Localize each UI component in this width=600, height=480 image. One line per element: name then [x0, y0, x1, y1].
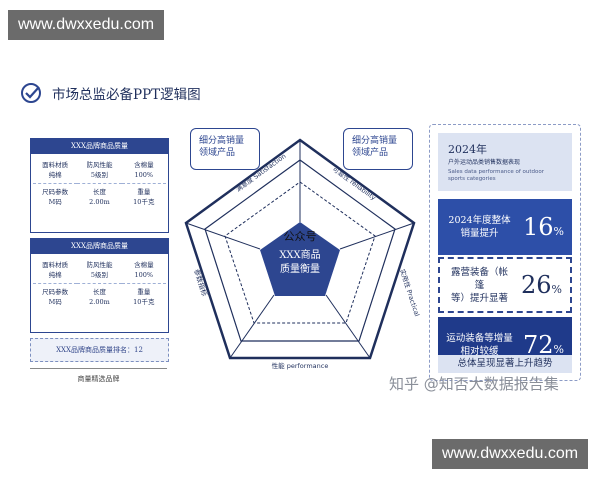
zhihu-watermark: 知乎 @知否大数据报告集: [389, 375, 559, 393]
sales-panel: 2024年 户外运动品类销售数据表现 Sales data performanc…: [429, 124, 581, 381]
pentagon-ring-3: [224, 181, 376, 324]
spoke: [339, 222, 415, 250]
stat-label: 露营装备（帐篷等）提升显著: [450, 266, 508, 304]
watermark-top: www.dwxxedu.com: [8, 10, 165, 40]
spoke: [229, 294, 275, 359]
stat-card-2: 露营装备（帐篷等）提升显著 26%: [438, 257, 572, 313]
center-pentagon: [260, 222, 340, 296]
panel-english: Sales data performance of outdoor sports…: [448, 169, 545, 182]
check-circle-icon: [21, 83, 41, 103]
radar-pentagon-diagram: XXX商品质量衡量 公众号 满意度 Satisfaction 可靠性 relia…: [184, 138, 420, 370]
card-cell: 面料材质纯棉: [33, 157, 78, 184]
card-header: XXX品牌商品质量: [31, 139, 168, 154]
stat-label: 运动装备等增量相对较缓: [446, 333, 513, 357]
caption-divider: [30, 368, 167, 369]
callout-bubble-left: 细分高销量领域产品: [190, 128, 260, 170]
trend-bar: 总体呈现显著上升趋势: [438, 355, 572, 373]
watermark-bottom: www.dwxxedu.com: [432, 439, 589, 469]
overlay-label: 公众号: [284, 230, 317, 243]
caption: 商量精选品牌: [77, 375, 120, 383]
panel-subtitle: 户外运动品类销售数据表现: [448, 159, 521, 166]
label-practical: 实用性 Practical: [398, 268, 420, 318]
spoke: [325, 294, 371, 359]
pentagon-ring-2: [204, 159, 396, 342]
panel-year: 2024年: [448, 143, 487, 156]
stat-value: 16%: [523, 213, 564, 241]
card-header: XXX品牌商品质量: [31, 239, 168, 254]
rank-box: XXX品牌商品质量排名：12: [30, 338, 169, 362]
card-cell: 面料材质纯棉: [33, 257, 78, 284]
callout-bubble-right: 细分高销量领域产品: [343, 128, 413, 170]
stat-card-1: 2024年度整体销量提升 16%: [438, 199, 572, 255]
page-title-row: 市场总监必备PPT逻辑图: [20, 82, 201, 104]
sales-panel-header: 2024年 户外运动品类销售数据表现 Sales data performanc…: [438, 133, 572, 191]
spoke: [185, 222, 261, 250]
label-performance: 性能 performance: [272, 361, 329, 370]
stat-label: 2024年度整体销量提升: [448, 215, 511, 239]
page-title: 市场总监必备PPT逻辑图: [52, 87, 201, 103]
stat-value: 26%: [521, 271, 562, 299]
stat-value: 72%: [523, 331, 564, 359]
center-label-line1: XXX商品质量衡量: [279, 248, 320, 275]
